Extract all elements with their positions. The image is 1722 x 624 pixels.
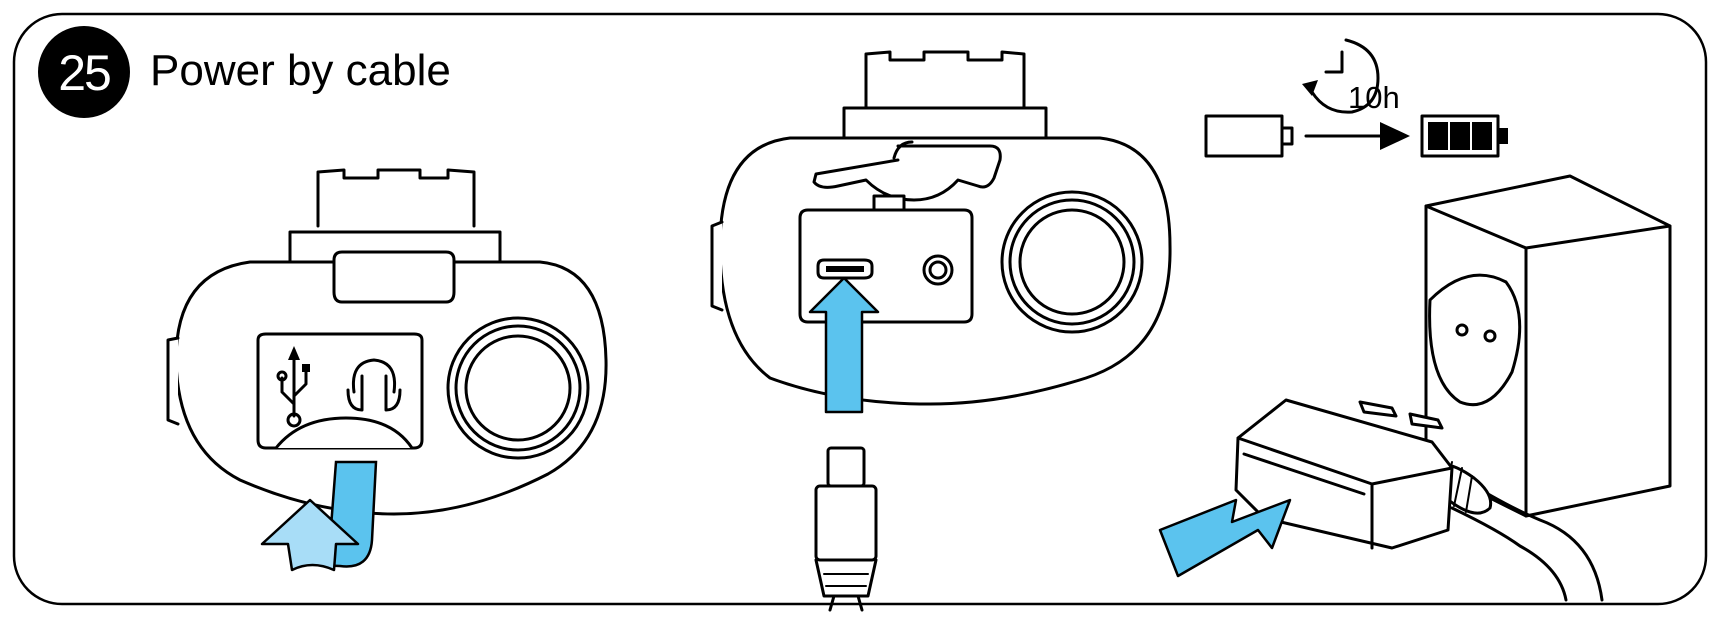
clock-icon xyxy=(1302,38,1380,114)
step-badge-circle xyxy=(38,26,130,118)
camera-lens-2 xyxy=(1000,190,1144,334)
usb-icon xyxy=(276,346,310,428)
open-cover-arrow xyxy=(260,498,360,572)
device-port-plug xyxy=(710,50,1172,612)
power-adapter xyxy=(1158,398,1604,602)
charge-arrow-icon xyxy=(1304,122,1410,150)
wall-socket xyxy=(1424,174,1672,518)
step-number: 25 xyxy=(58,45,110,101)
step-title: Power by cable xyxy=(150,46,451,95)
micro-usb-connector xyxy=(814,446,878,612)
device-cover-open xyxy=(166,168,608,572)
camera-lens xyxy=(446,316,590,460)
insert-plug-arrow xyxy=(808,276,880,414)
battery-full-icon xyxy=(1420,114,1508,158)
battery-empty-icon xyxy=(1204,114,1294,158)
headphone-icon xyxy=(346,358,402,412)
plug-in-arrow xyxy=(1158,498,1292,578)
step-badge: 25 xyxy=(38,26,130,118)
charging-indicator: 10h xyxy=(1204,38,1508,158)
charge-duration: 10h xyxy=(1348,80,1400,115)
